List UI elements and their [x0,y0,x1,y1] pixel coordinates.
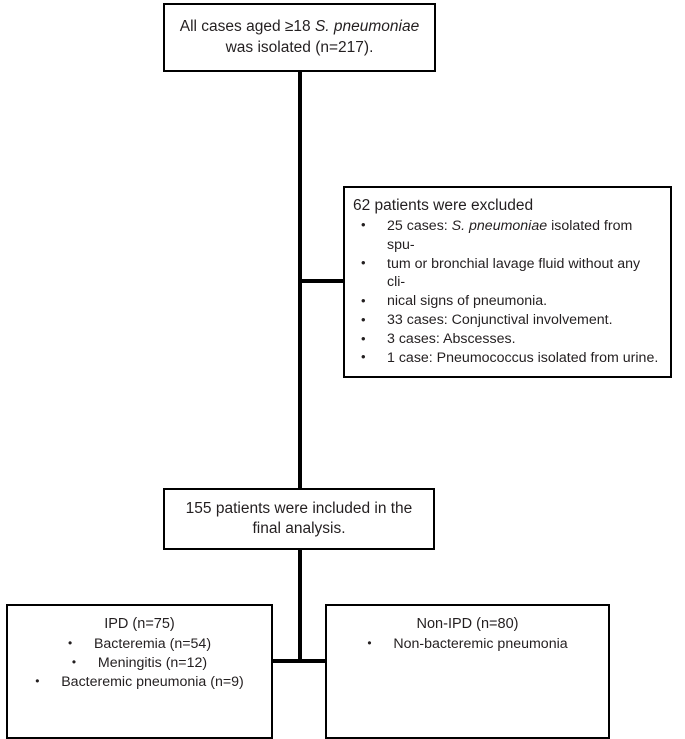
list-item: 1 case: Pneumococcus isolated from urine… [353,348,660,368]
source-line1-prefix: All cases aged ≥18 [179,18,315,36]
non-ipd-title: Non-IPD (n=80) [416,616,519,632]
bullet-icon: • [67,635,73,650]
node-source-population: All cases aged ≥18 S. pneumoniae was iso… [163,3,436,72]
node-included-final: 155 patients were included in the final … [163,488,435,550]
connector-included-to-split [298,548,302,663]
bullet-icon: • [367,635,372,650]
exclusion-4: 1 case: Pneumococcus isolated from urine… [387,349,659,366]
ipd-item-bacteremic-pneumonia: Bacteremic pneumonia (n=9) [61,674,244,691]
node-included-final-text: 155 patients were included in the final … [178,499,421,540]
list-item: • Non-bacteremic pneumonia [327,635,608,654]
included-line1: 155 patients were included in the [185,499,413,517]
exclusions-heading: 62 patients were excluded [353,197,534,214]
exclusion-1-cont-a: tum or bronchial lavage fluid without an… [387,255,641,291]
connector-split-horizontal [271,659,327,663]
non-ipd-item-non-bacteremic-pneumonia: Non-bacteremic pneumonia [393,635,568,652]
bullet-icon: • [71,655,77,670]
node-ipd: IPD (n=75) • Bacteremia (n=54) • Meningiti… [6,604,273,739]
bullet-icon: • [35,674,40,689]
exclusion-2: 33 cases: Conjunctival involvement. [387,312,613,329]
connector-trunk-to-included [298,281,302,490]
list-item: 25 cases: S. pneumoniae isolated from sp… [353,216,660,255]
list-item: 33 cases: Conjunctival involvement. [353,311,660,330]
ipd-title: IPD (n=75) [104,616,175,632]
node-source-population-text: All cases aged ≥18 S. pneumoniae was iso… [172,17,427,58]
exclusion-1-suffix: isolated from spu- [387,217,633,253]
ipd-item-bacteremia: Bacteremia (n=54) [93,635,212,652]
exclusion-3: 3 cases: Abscesses. [387,331,516,348]
exclusion-1-cont-b: nical signs of pneumonia. [387,293,548,310]
included-line2: final analysis. [252,520,346,537]
connector-trunk-to-excluded [298,279,345,283]
flowchart-canvas: All cases aged ≥18 S. pneumoniae was iso… [0,0,685,724]
node-exclusions: 62 patients were excluded 25 cases: S. p… [343,186,672,378]
exclusion-1-prefix: 25 cases: [387,217,452,234]
list-item-continuation: tum or bronchial lavage fluid without an… [353,254,660,293]
ipd-item-meningitis: Meningitis (n=12) [97,655,208,672]
exclusions-list: 25 cases: S. pneumoniae isolated from sp… [353,216,660,368]
exclusion-1-species: S. pneumoniae [451,217,548,234]
list-item: • Meningitis (n=12) [8,654,271,673]
list-item-continuation: nical signs of pneumonia. [353,292,660,311]
node-non-ipd: Non-IPD (n=80) • Non-bacteremic pneumonia [325,604,610,739]
list-item: 3 cases: Abscesses. [353,330,660,349]
source-line2: was isolated (n=217). [225,38,374,56]
list-item: • Bacteremic pneumonia (n=9) [8,673,271,692]
source-line1-species: S. pneumoniae [314,18,420,36]
list-item: • Bacteremia (n=54) [8,635,271,654]
connector-source-to-trunk [298,72,302,282]
